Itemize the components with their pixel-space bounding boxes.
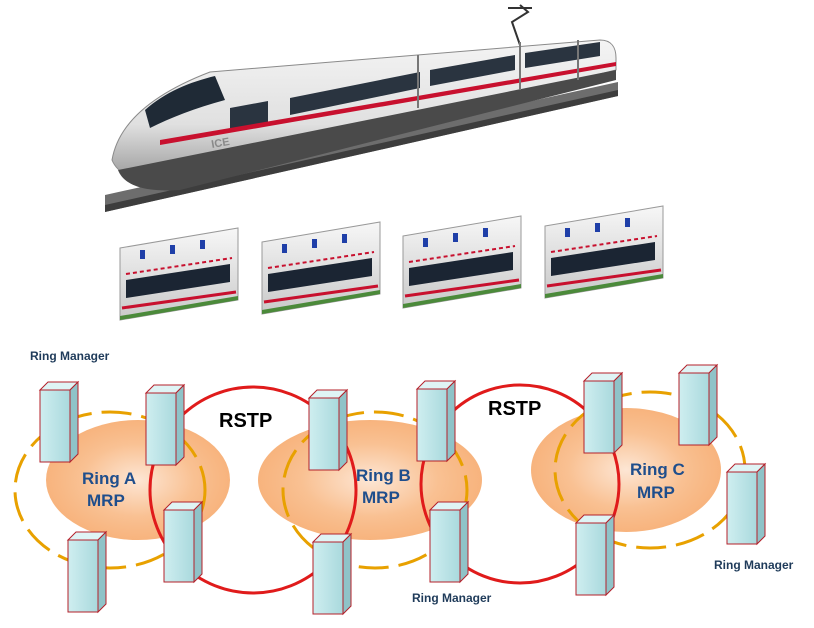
network-switch-icon — [574, 513, 616, 597]
ring-a-protocol: MRP — [87, 491, 125, 510]
ring-c-area — [531, 408, 721, 532]
network-switch-icon — [725, 462, 767, 546]
network-switch-icon — [311, 532, 353, 616]
network-switch-icon — [144, 383, 186, 467]
network-switch-icon — [428, 500, 470, 584]
coach-icon — [119, 227, 239, 321]
ring-manager-label: Ring Manager — [30, 349, 110, 363]
rstp-label: RSTP — [219, 410, 272, 432]
coach-icon — [544, 205, 664, 299]
ring-manager-label: Ring Manager — [412, 591, 492, 605]
network-switch-icon — [66, 530, 108, 614]
ring-b-protocol: MRP — [362, 488, 400, 507]
network-switch-icon — [307, 388, 349, 472]
coach-icon — [261, 221, 381, 315]
network-switch-icon — [582, 371, 624, 455]
rstp-label: RSTP — [488, 398, 541, 420]
ring-c-name: Ring C — [630, 460, 685, 479]
network-switch-icon — [677, 363, 719, 447]
network-switch-icon — [38, 380, 80, 464]
rstp-ring-left — [148, 385, 358, 595]
network-switch-icon — [162, 500, 204, 584]
ring-c-protocol: MRP — [637, 483, 675, 502]
mrp-ring-b — [281, 410, 469, 570]
ring-b-name: Ring B — [356, 466, 411, 485]
network-switch-icon — [415, 379, 457, 463]
mrp-ring-a — [13, 410, 207, 570]
train-image-icon: ICE — [105, 4, 618, 212]
train-logo-text: ICE — [210, 136, 230, 151]
rstp-ring-right — [419, 383, 621, 585]
ring-a-name: Ring A — [82, 469, 136, 488]
coach-icon — [402, 215, 522, 309]
ring-manager-label: Ring Manager — [714, 558, 794, 572]
